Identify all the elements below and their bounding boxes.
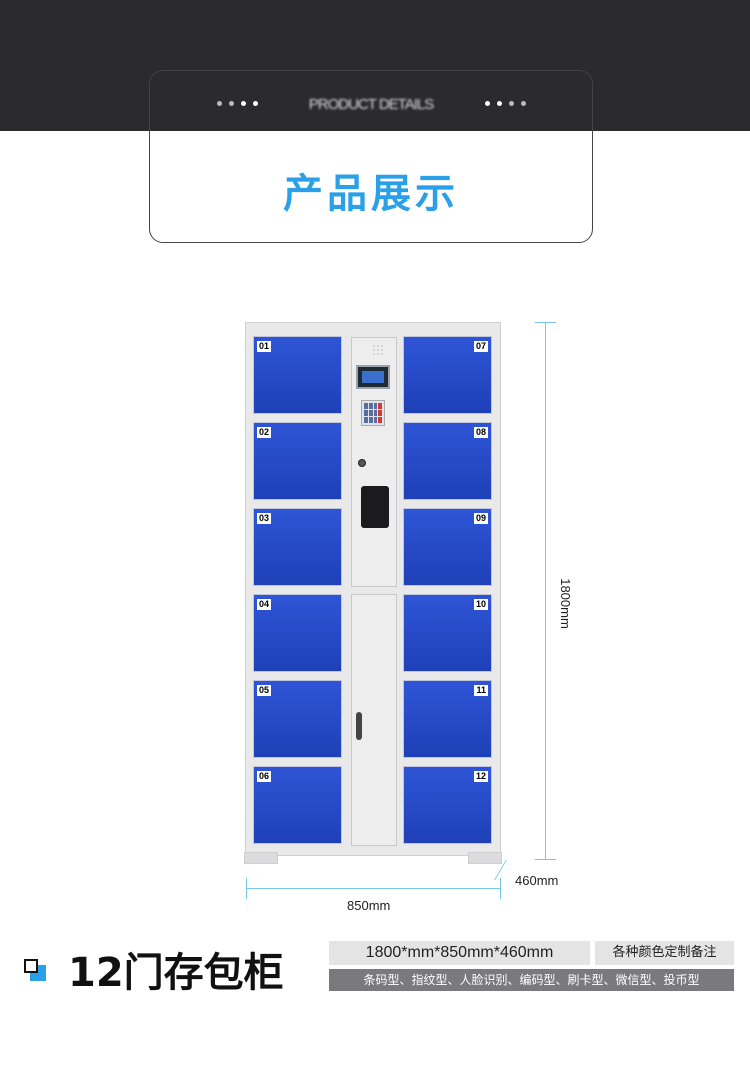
locker-door-04: 04 <box>253 594 342 672</box>
color-note: 各种颜色定制备注 <box>595 941 734 965</box>
locker-foot-right <box>468 852 502 864</box>
spec-size: 1800*mm*850mm*460mm <box>329 941 590 965</box>
key-lock-icon <box>356 712 362 740</box>
door-number: 03 <box>257 513 272 524</box>
section-title: 产品展示 <box>283 171 459 217</box>
header-card-cap <box>150 71 592 131</box>
locker-door-08: 08 <box>403 422 492 500</box>
width-dimension-line <box>246 888 501 889</box>
door-number: 01 <box>257 341 272 352</box>
width-dimension-cap-right <box>500 878 501 899</box>
width-label: 850mm <box>347 898 391 913</box>
speaker-icon <box>372 344 384 356</box>
locker-door-03: 03 <box>253 508 342 586</box>
section-header-card: PRODUCT DETAILS 产品展示 <box>149 70 593 243</box>
door-number: 07 <box>473 341 488 352</box>
door-number: 09 <box>473 513 488 524</box>
locker-door-09: 09 <box>403 508 492 586</box>
locker-door-11: 11 <box>403 680 492 758</box>
decor-dots-right <box>485 101 526 106</box>
width-dimension-cap-left <box>246 878 247 899</box>
door-number: 12 <box>473 771 488 782</box>
depth-label: 460mm <box>515 873 559 888</box>
locker-door-05: 05 <box>253 680 342 758</box>
height-dimension-cap-bottom <box>535 859 556 860</box>
display-screen <box>356 365 390 389</box>
lock-icon <box>358 459 366 467</box>
locker-door-12: 12 <box>403 766 492 844</box>
door-number: 08 <box>473 427 488 438</box>
height-dimension-cap-top <box>535 322 556 323</box>
locker-door-07: 07 <box>403 336 492 414</box>
locker-door-01: 01 <box>253 336 342 414</box>
locker-door-10: 10 <box>403 594 492 672</box>
section-subtitle: PRODUCT DETAILS <box>308 96 434 113</box>
keypad-icon <box>361 400 385 426</box>
door-number: 04 <box>257 599 272 610</box>
door-number: 05 <box>257 685 272 696</box>
card-reader <box>361 486 389 528</box>
product-name: 12门存包柜 <box>68 950 284 996</box>
locker-door-02: 02 <box>253 422 342 500</box>
door-number: 11 <box>474 685 488 696</box>
height-dimension-line <box>545 322 546 859</box>
square-bullet-icon <box>24 959 46 981</box>
decor-dots-left <box>217 101 258 106</box>
door-number: 06 <box>257 771 272 782</box>
locker-foot-left <box>244 852 278 864</box>
locker-door-06: 06 <box>253 766 342 844</box>
height-label: 1800mm <box>557 578 573 629</box>
door-number: 02 <box>257 427 272 438</box>
door-number: 10 <box>473 599 488 610</box>
product-types: 条码型、指纹型、人脸识别、编码型、刷卡型、微信型、投币型 <box>329 969 734 991</box>
